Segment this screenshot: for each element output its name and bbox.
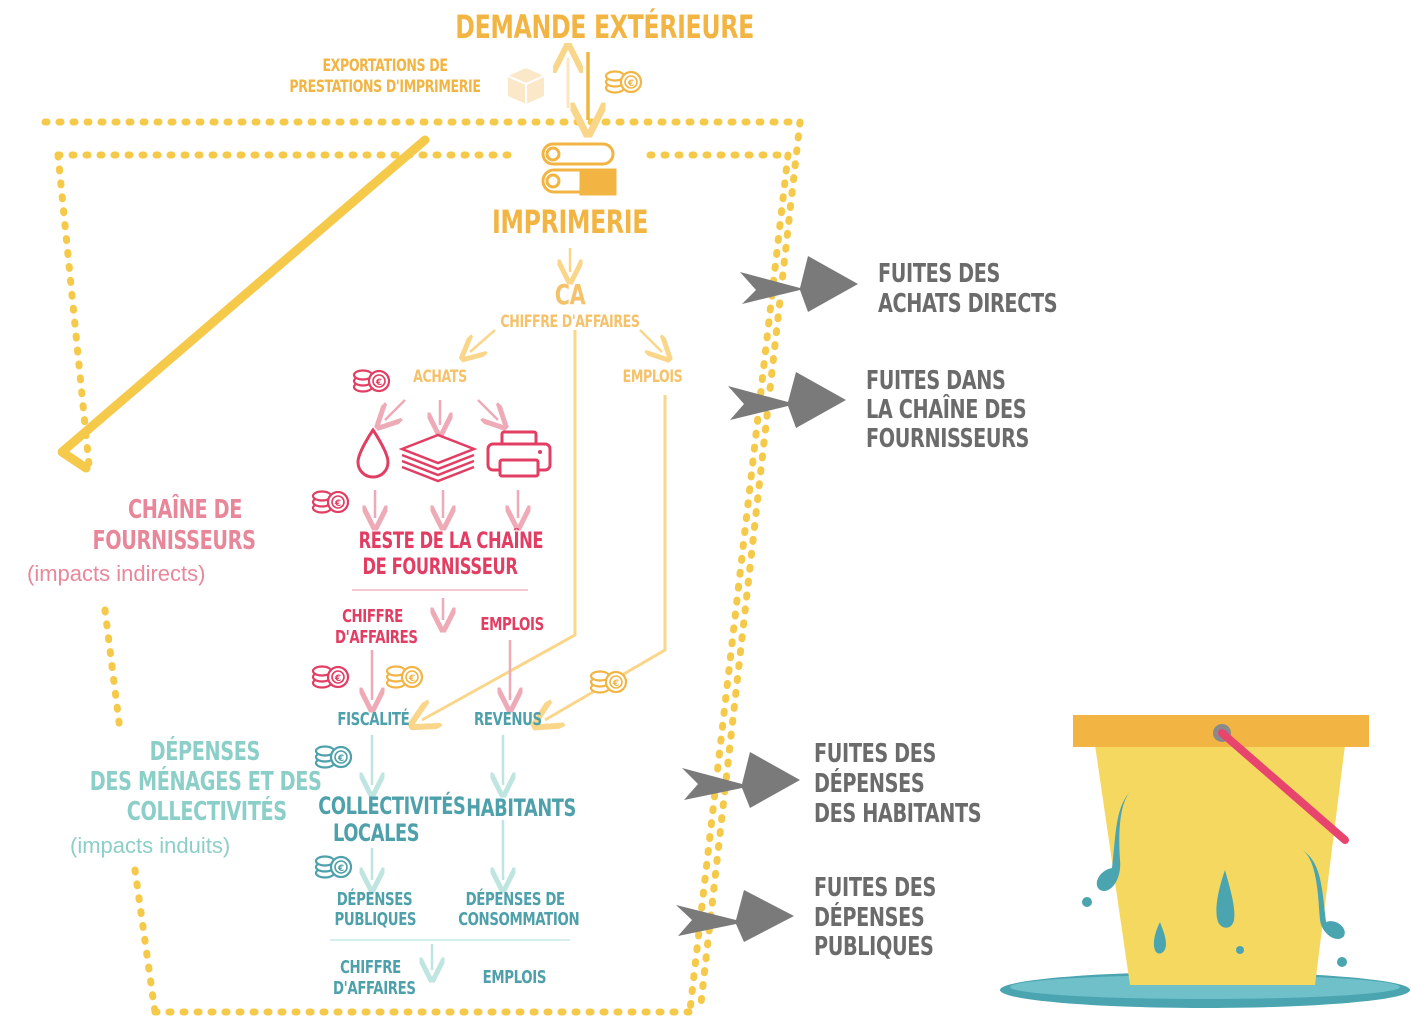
revenus-label: REVENUS (474, 709, 542, 730)
induced-chiffre-line2: D'AFFAIRES (333, 978, 416, 999)
exports-label-line1: EXPORTATIONS DE (322, 56, 448, 76)
leak-4-line2: DÉPENSES (814, 903, 925, 933)
arrow-icon (676, 256, 858, 942)
paper-stack-icon (398, 433, 478, 483)
dep-conso-line1: DÉPENSES DE (465, 889, 566, 910)
ca-label: CA (554, 278, 586, 311)
printing-press-icon (541, 142, 617, 196)
induced-chiffre-line1: CHIFFRE (340, 957, 401, 978)
leak-2-line1: FUITES DANS (866, 366, 1006, 396)
chaine-fournisseurs-line1: CHAÎNE DE (127, 495, 242, 525)
chiffre-affaires-label: CHIFFRE D'AFFAIRES (500, 312, 640, 332)
dep-publiques-line1: DÉPENSES (336, 889, 413, 910)
supply-emplois: EMPLOIS (480, 614, 544, 635)
title-demande-exterieure: DEMANDE EXTÉRIEURE (455, 8, 754, 46)
box-icon (507, 68, 545, 104)
leak-3-line3: DES HABITANTS (814, 799, 982, 829)
leak-4-line1: FUITES DES (814, 873, 937, 903)
fiscalite-label: FISCALITÉ (337, 709, 410, 730)
achats-label: ACHATS (413, 367, 467, 387)
collectivites-line1: COLLECTIVITÉS (318, 792, 466, 820)
leak-2-line2: LA CHAÎNE DES (866, 395, 1027, 425)
coins-icon (352, 369, 391, 393)
emplois-label: EMPLOIS (622, 367, 683, 387)
bucket-icon (1000, 715, 1410, 1008)
induced-emplois: EMPLOIS (482, 967, 547, 988)
leak-1-line2: ACHATS DIRECTS (878, 289, 1058, 319)
coins-icon (385, 665, 424, 689)
coins-icon (311, 665, 350, 689)
leak-2-line3: FOURNISSEURS (866, 424, 1030, 454)
leak-3-line1: FUITES DES (814, 739, 937, 769)
coins-icon (589, 670, 628, 694)
dep-publiques-line2: PUBLIQUES (334, 909, 417, 930)
depenses-side-line3: COLLECTIVITÉS (126, 797, 287, 827)
dotted-funnel-outline (41, 118, 804, 1016)
chaine-fournisseurs-line2: FOURNISSEURS (92, 526, 256, 556)
imprimerie-label: IMPRIMERIE (491, 203, 649, 241)
depenses-side-line1: DÉPENSES (149, 737, 261, 767)
supply-chiffre-line1: CHIFFRE (342, 606, 403, 627)
printer-icon (486, 430, 552, 478)
coins-icon (314, 745, 353, 769)
coins-icon (311, 490, 350, 514)
impacts-indirects: (impacts indirects) (27, 561, 206, 586)
leak-1-line1: FUITES DES (878, 259, 1001, 289)
coins-icon (604, 70, 643, 94)
ink-drop-icon (356, 427, 390, 479)
dep-conso-line2: CONSOMMATION (458, 909, 580, 930)
leak-3-line2: DÉPENSES (814, 769, 925, 799)
return-bar (57, 135, 430, 473)
coins-icon (314, 855, 353, 879)
reste-chaine-line1: RESTE DE LA CHAÎNE (358, 529, 544, 554)
habitants-label: HABITANTS (466, 794, 576, 822)
collectivites-line2: LOCALES (333, 819, 420, 847)
reste-chaine-line2: DE FOURNISSEUR (362, 555, 518, 580)
depenses-side-line2: DES MÉNAGES ET DES (89, 767, 322, 797)
impacts-induits: (impacts induits) (70, 833, 231, 858)
exports-label-line2: PRESTATIONS D'IMPRIMERIE (289, 77, 481, 97)
supply-chiffre-line2: D'AFFAIRES (335, 627, 418, 648)
leak-4-line3: PUBLIQUES (814, 932, 934, 962)
